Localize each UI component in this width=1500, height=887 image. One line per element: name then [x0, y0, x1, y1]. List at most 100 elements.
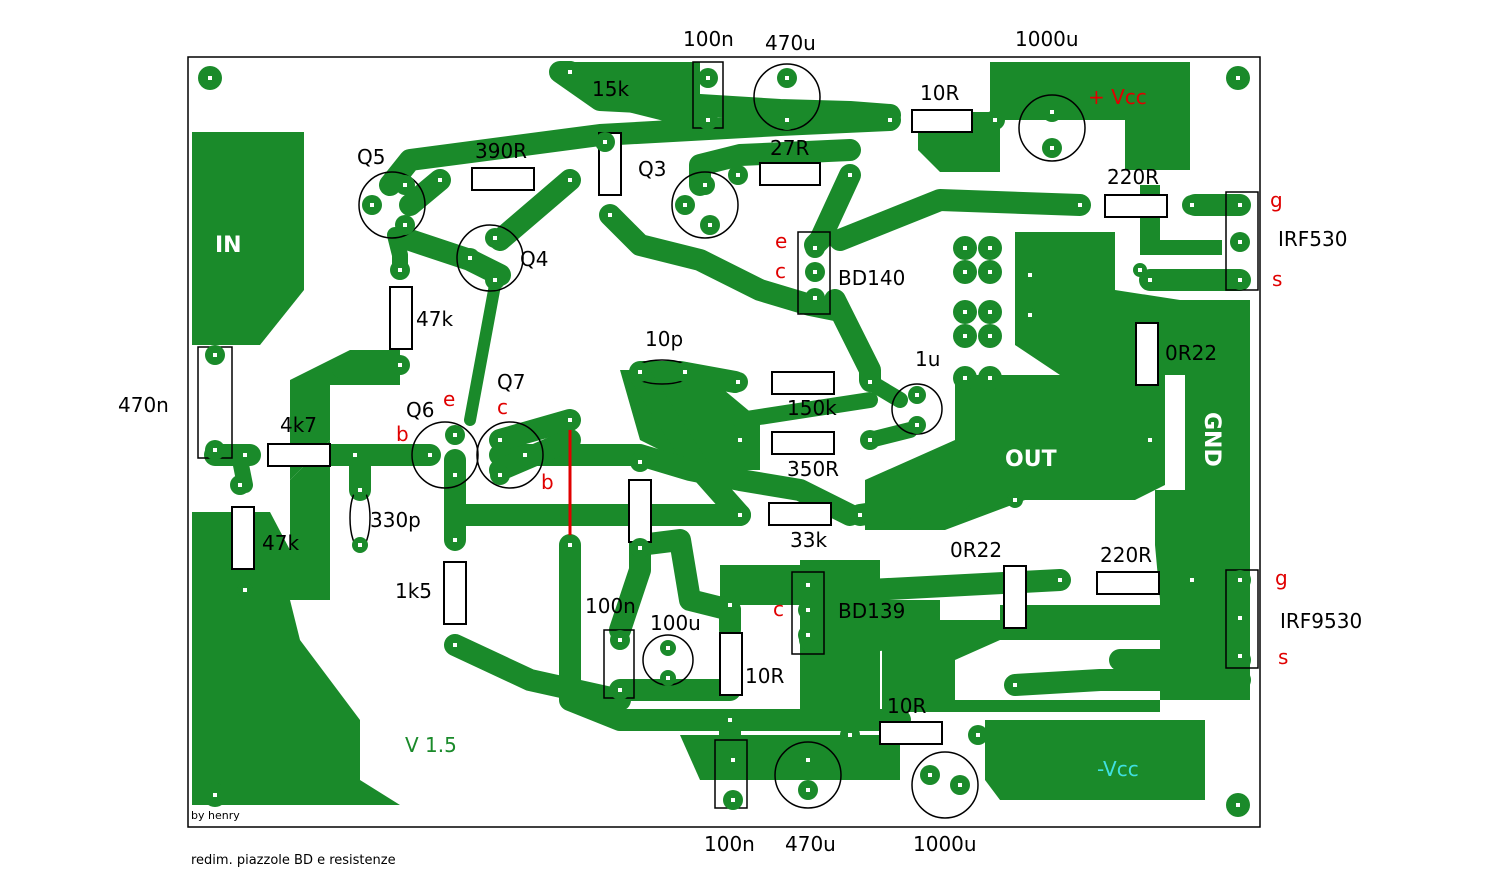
label-q3: Q3 — [638, 157, 666, 181]
drill-hole — [738, 438, 742, 442]
label-q5: Q5 — [357, 145, 385, 169]
drill-hole — [703, 183, 707, 187]
drill-hole — [1138, 268, 1142, 272]
drill-hole — [806, 788, 810, 792]
drill-hole — [736, 380, 740, 384]
label-bd139: BD139 — [838, 599, 905, 623]
drill-hole — [438, 178, 442, 182]
label-47k-top: 47k — [416, 307, 453, 331]
label-4k7: 4k7 — [280, 413, 317, 437]
label-q7: Q7 — [497, 370, 525, 394]
label-irf530: IRF530 — [1278, 227, 1347, 251]
label-10R-bottom: 10R — [887, 694, 926, 718]
label-author: by henry — [191, 809, 240, 822]
drill-hole — [238, 483, 242, 487]
drill-hole — [1238, 203, 1242, 207]
label-1000u-top: 1000u — [1015, 27, 1079, 51]
label-version: V 1.5 — [405, 733, 457, 757]
label-out: OUT — [1005, 447, 1057, 472]
label-gnd: GND — [1199, 412, 1224, 467]
drill-hole — [731, 798, 735, 802]
drill-hole — [568, 543, 572, 547]
label-q6: Q6 — [406, 398, 434, 422]
drill-hole — [1238, 278, 1242, 282]
drill-hole — [915, 423, 919, 427]
drill-hole — [353, 453, 357, 457]
label-source-top: s — [1272, 267, 1282, 291]
drill-hole — [370, 203, 374, 207]
drill-hole — [1148, 438, 1152, 442]
drill-hole — [213, 448, 217, 452]
drill-hole — [888, 118, 892, 122]
pads — [198, 61, 1250, 817]
label-emitter-bd140: e — [775, 229, 787, 253]
labels: 100n 470u 1000u 15k 10R + Vcc Q5 390R Q3… — [118, 27, 1362, 868]
drill-hole — [568, 418, 572, 422]
drill-hole — [243, 453, 247, 457]
drill-hole — [1013, 498, 1017, 502]
drill-hole — [523, 453, 527, 457]
drill-hole — [848, 173, 852, 177]
label-10R-mid: 10R — [745, 664, 784, 688]
drill-hole — [988, 246, 992, 250]
drill-hole — [813, 246, 817, 250]
label-470u-bottom: 470u — [785, 832, 836, 856]
drill-hole — [568, 70, 572, 74]
label-1000u-bottom: 1000u — [913, 832, 977, 856]
drill-hole — [1050, 110, 1054, 114]
drill-hole — [1238, 616, 1242, 620]
drill-hole — [568, 178, 572, 182]
drill-hole — [915, 393, 919, 397]
drill-hole — [1238, 578, 1242, 582]
drill-hole — [1238, 654, 1242, 658]
drill-hole — [706, 118, 710, 122]
drill-hole — [638, 546, 642, 550]
drill-hole — [988, 334, 992, 338]
drill-hole — [683, 370, 687, 374]
drill-hole — [963, 310, 967, 314]
drill-hole — [398, 363, 402, 367]
label-27R: 27R — [770, 136, 809, 160]
drill-hole — [736, 173, 740, 177]
label-470n: 470n — [118, 393, 169, 417]
drill-hole — [1058, 578, 1062, 582]
drill-hole — [453, 473, 457, 477]
drill-hole — [498, 473, 502, 477]
label-base-q7: b — [541, 470, 554, 494]
drill-hole — [963, 334, 967, 338]
label-in: IN — [215, 233, 242, 258]
drill-hole — [806, 583, 810, 587]
label-470u-top: 470u — [765, 31, 816, 55]
label-47k-bottom: 47k — [262, 531, 299, 555]
drill-hole — [683, 203, 687, 207]
drill-hole — [468, 256, 472, 260]
label-revision-note: redim. piazzole BD e resistenze — [191, 853, 396, 868]
drill-hole — [208, 76, 212, 80]
label-q4: Q4 — [520, 247, 548, 271]
drill-hole — [813, 270, 817, 274]
drill-hole — [706, 76, 710, 80]
drill-hole — [1236, 803, 1240, 807]
drill-hole — [493, 278, 497, 282]
label-390R: 390R — [475, 139, 527, 163]
drill-hole — [1050, 146, 1054, 150]
label-330p: 330p — [370, 508, 421, 532]
drill-hole — [1013, 683, 1017, 687]
drill-hole — [738, 513, 742, 517]
drill-hole — [1028, 273, 1032, 277]
drill-hole — [1236, 76, 1240, 80]
label-220R-top: 220R — [1107, 165, 1159, 189]
drill-hole — [403, 183, 407, 187]
drill-hole — [963, 376, 967, 380]
drill-hole — [666, 676, 670, 680]
drill-hole — [858, 513, 862, 517]
drill-hole — [728, 718, 732, 722]
drill-hole — [988, 376, 992, 380]
components — [197, 61, 1259, 819]
drill-hole — [666, 646, 670, 650]
drill-hole — [868, 438, 872, 442]
drill-hole — [453, 538, 457, 542]
drill-hole — [731, 758, 735, 762]
label-1u: 1u — [915, 347, 940, 371]
drill-hole — [1238, 240, 1242, 244]
